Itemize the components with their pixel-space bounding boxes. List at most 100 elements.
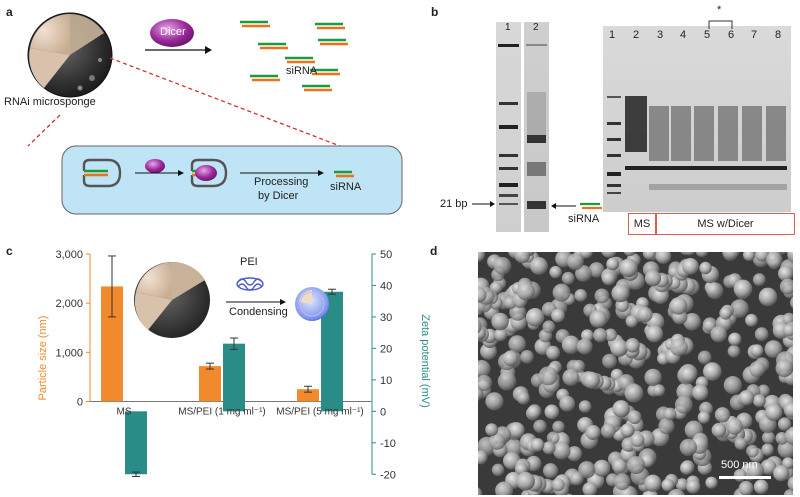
sem-particle <box>661 478 675 492</box>
sem-particle <box>745 313 758 327</box>
condensed-particle-icon <box>295 287 329 321</box>
right-tick-label: 30 <box>380 312 392 324</box>
sem-particle <box>538 366 558 386</box>
sem-particle <box>692 384 709 401</box>
sem-particle <box>546 431 560 445</box>
sem-particle <box>627 456 645 475</box>
sem-particle <box>675 478 689 491</box>
panel-a-diagram <box>27 12 403 215</box>
sem-particle <box>734 437 747 450</box>
particle-size-bar <box>297 389 319 402</box>
sem-particle <box>624 383 644 403</box>
pei-coil-icon <box>236 277 264 291</box>
sem-particle <box>562 368 580 386</box>
sem-particle <box>502 350 519 367</box>
sem-particle <box>530 438 545 452</box>
sem-particle <box>478 450 488 465</box>
sem-particle <box>683 313 701 331</box>
right-gel-bands <box>607 96 787 194</box>
sem-particle <box>576 338 593 355</box>
sem-particle <box>574 289 588 302</box>
left-axis-title: Particle size (nm) <box>37 315 49 401</box>
right-lane-4-label: 4 <box>680 29 687 41</box>
sem-particle <box>764 340 783 358</box>
group-ms-label: MS <box>633 218 651 230</box>
sem-particle <box>728 332 742 346</box>
pei-label: PEI <box>240 256 258 268</box>
panel-b: b 1 2 1 2 3 4 <box>420 0 800 240</box>
sem-particle <box>561 271 575 285</box>
group-ms-dicer-label: MS w/Dicer <box>697 218 754 230</box>
right-tick-label: 40 <box>380 280 392 292</box>
sem-particle <box>488 433 506 450</box>
sem-particle <box>572 359 586 373</box>
sem-particle <box>670 338 688 357</box>
sem-particle <box>561 335 581 354</box>
right-lane-3-label: 3 <box>657 29 664 41</box>
right-lane-1-label: 1 <box>609 29 616 41</box>
marker-arrow-icon <box>472 201 495 207</box>
sem-particle <box>658 418 675 435</box>
sem-particle <box>705 476 718 489</box>
microsponge-label: RNAi microsponge <box>4 96 96 108</box>
sem-particle <box>752 273 766 287</box>
sem-particle <box>551 478 565 492</box>
dicer-icon <box>150 19 194 47</box>
significance-bracket <box>708 20 733 29</box>
sem-particle <box>549 265 562 279</box>
right-tick-label: -20 <box>380 469 396 481</box>
sem-particle <box>478 287 487 303</box>
condensation-inset <box>134 261 329 338</box>
sem-particle <box>722 252 740 260</box>
sem-particle <box>623 252 636 256</box>
sem-particle <box>610 338 628 357</box>
sirna-duplexes <box>240 20 348 92</box>
marker-21bp-label: 21 bp <box>440 198 468 210</box>
significance-asterisk: * <box>717 4 722 16</box>
sem-particle <box>695 252 709 258</box>
sem-particle <box>542 320 556 334</box>
sem-particle <box>542 441 556 455</box>
sem-particle <box>746 444 759 458</box>
sem-particle <box>778 265 793 282</box>
sem-particle <box>533 419 547 433</box>
sem-particle <box>589 310 608 328</box>
sem-particle <box>765 403 783 421</box>
sem-particle <box>566 446 583 462</box>
particle-size-bar <box>199 366 221 402</box>
left-tick-label: 0 <box>77 397 83 409</box>
right-lane-8-label: 8 <box>775 29 782 41</box>
sem-particle <box>697 350 712 365</box>
sem-particle <box>730 299 749 318</box>
sem-particle <box>738 480 754 495</box>
sem-particle <box>588 262 605 278</box>
sem-particle <box>520 350 534 364</box>
sem-particle <box>485 392 504 411</box>
sem-particle <box>783 402 793 418</box>
sem-particle <box>612 400 630 418</box>
sem-particle <box>625 315 638 328</box>
panel-d-letter: d <box>430 244 438 258</box>
sem-particle <box>491 312 509 331</box>
scale-bar <box>719 476 771 479</box>
group-ms-box: MS <box>628 213 656 235</box>
sem-particle <box>762 431 775 445</box>
microsponge-icon <box>27 12 113 98</box>
sem-particle <box>784 426 793 445</box>
right-lane-6-label: 6 <box>728 29 735 41</box>
sem-particle <box>719 307 732 320</box>
sem-particle <box>578 461 596 479</box>
sem-particle <box>627 410 642 425</box>
sem-particle <box>579 252 593 259</box>
right-tick-label: 10 <box>380 375 392 387</box>
sem-particle <box>611 284 630 303</box>
sem-particle <box>726 418 743 435</box>
sirna-label-2: siRNA <box>330 181 362 193</box>
sem-particle <box>754 327 769 342</box>
sem-particle <box>602 353 617 369</box>
panel-d: d 500 nm <box>430 240 800 497</box>
sem-particle <box>787 476 793 492</box>
scale-bar-label: 500 nm <box>721 459 758 471</box>
sem-particle <box>516 471 535 491</box>
